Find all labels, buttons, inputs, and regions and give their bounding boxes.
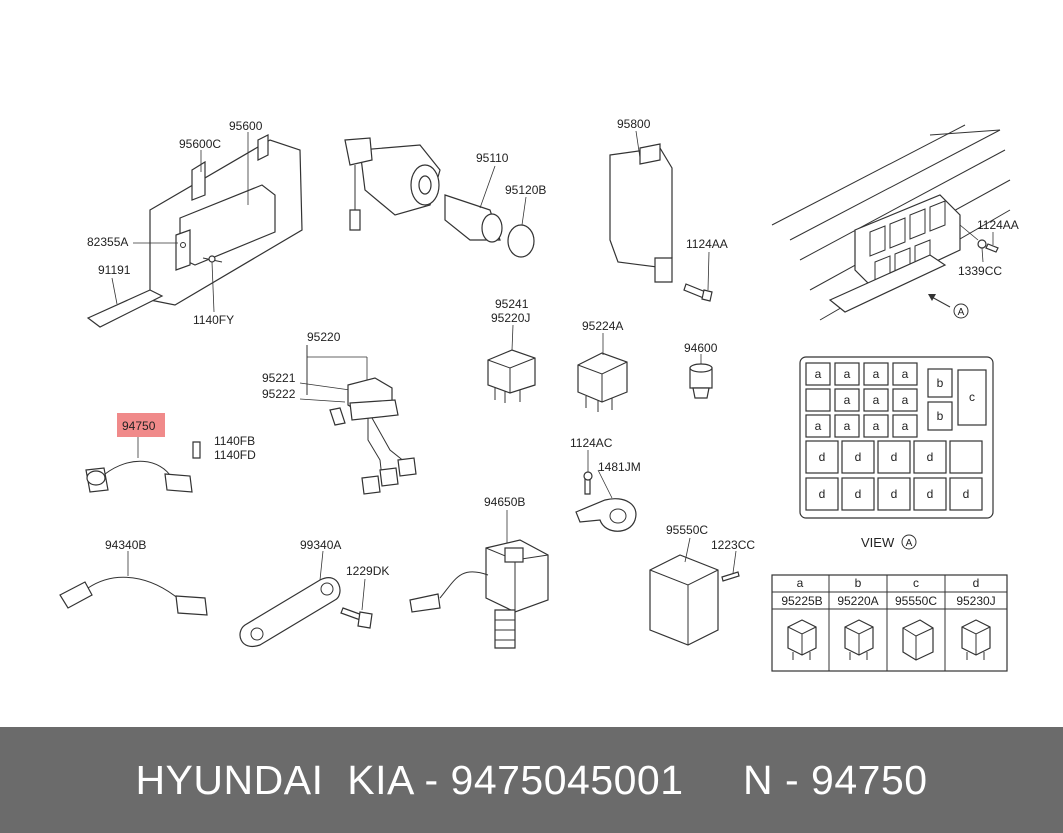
part-99340a-bracket	[239, 550, 373, 648]
part-95800-assembly	[609, 130, 713, 302]
part-1481jm-clip	[575, 450, 637, 532]
part-95241-relay	[487, 324, 536, 403]
label-1229dk: 1229DK	[346, 564, 389, 578]
footer-text: HYUNDAI KIA - 9475045001 N - 94750	[135, 756, 928, 803]
fuse-row3-cell-0: a	[815, 419, 822, 433]
legend-relay-b	[844, 619, 874, 660]
fuse-row1-cell-2: a	[873, 367, 880, 381]
fuse-row2-cell-1: a	[873, 393, 880, 407]
label-91191: 91191	[98, 263, 131, 277]
fuse-row3-cell-1: a	[844, 419, 851, 433]
legend-part-a: 95225B	[781, 594, 822, 608]
label-95220: 95220	[307, 330, 341, 344]
fuse-c: c	[969, 390, 975, 404]
label-95600: 95600	[229, 119, 263, 133]
label-1140fb: 1140FB	[214, 434, 255, 448]
label-94600: 94600	[684, 341, 718, 355]
part-94650b-solenoid	[409, 510, 549, 649]
part-95220-assembly	[299, 345, 417, 495]
fuse-row-2: a a a	[805, 388, 918, 412]
label-1339cc: 1339CC	[958, 264, 1002, 278]
label-1481jm: 1481JM	[598, 460, 641, 474]
fuse-row4-cell-2: d	[891, 450, 898, 464]
label-95221: 95221	[262, 371, 296, 385]
legend-part-d: 95230J	[956, 594, 995, 608]
label-95600c: 95600C	[179, 137, 221, 151]
fuse-b2: b	[937, 409, 944, 423]
fuse-box-view-a: a a a a a a a a a a a b b c	[799, 307, 994, 550]
legend-header-a: a	[797, 576, 804, 590]
part-95600-assembly	[86, 132, 303, 328]
relay-legend-table: a b c d 95225B 95220A 95550C 95230J	[771, 574, 1008, 672]
label-95550c: 95550C	[666, 523, 708, 537]
dashboard-panel	[771, 124, 1011, 321]
fuse-row-5: d d d d d	[805, 477, 983, 511]
view-a-arrow-mark: A	[958, 307, 965, 318]
fuse-row5-cell-3: d	[927, 487, 934, 501]
legend-relay-c	[902, 619, 934, 661]
part-labels: 95600 95600C 82355A 91191 1140FY 95110 9…	[87, 117, 1019, 578]
part-95550c-module	[649, 537, 740, 646]
legend-header-d: d	[973, 576, 980, 590]
legend-part-c: 95550C	[895, 594, 937, 608]
label-1124aa-1: 1124AA	[686, 237, 728, 251]
view-a-caption-mark: A	[906, 538, 913, 549]
fuse-row5-cell-1: d	[855, 487, 862, 501]
fuse-row-1: a a a a	[805, 362, 918, 386]
fuse-row1-cell-3: a	[902, 367, 909, 381]
fuse-row-4: d d d d	[805, 440, 983, 474]
label-1140fy: 1140FY	[193, 313, 234, 327]
fuse-row4-cell-3: d	[927, 450, 934, 464]
label-82355a: 82355A	[87, 235, 128, 249]
label-94340b: 94340B	[105, 538, 146, 552]
label-94650b: 94650B	[484, 495, 525, 509]
fuse-row4-cell-1: d	[855, 450, 862, 464]
label-95224a: 95224A	[582, 319, 623, 333]
label-1140fd: 1140FD	[214, 448, 256, 462]
fuse-row1-cell-0: a	[815, 367, 822, 381]
fuse-row1-cell-1: a	[844, 367, 851, 381]
fuse-row5-cell-0: d	[819, 487, 826, 501]
label-95241: 95241	[495, 297, 529, 311]
fuse-row4-cell-0: d	[819, 450, 826, 464]
legend-header-c: c	[913, 576, 919, 590]
fuse-row5-cell-4: d	[963, 487, 970, 501]
part-95110-assembly	[344, 137, 535, 258]
parts-diagram: a a a a a a a a a a a b b c	[59, 117, 1019, 672]
fuse-row2-cell-0: a	[844, 393, 851, 407]
view-a-caption: VIEW	[861, 535, 895, 550]
legend-part-b: 95220A	[837, 594, 878, 608]
fuse-row-3: a a a a	[805, 414, 918, 438]
legend-relay-d	[961, 619, 991, 660]
fuse-row3-cell-2: a	[873, 419, 880, 433]
label-95220j: 95220J	[491, 311, 530, 325]
part-94340b-sensor	[59, 551, 208, 616]
label-1223cc: 1223CC	[711, 538, 755, 552]
fuse-row3-cell-3: a	[902, 419, 909, 433]
label-99340a: 99340A	[300, 538, 341, 552]
highlight-94750	[117, 413, 165, 437]
fuse-b1: b	[937, 376, 944, 390]
part-94750-sensor	[85, 413, 201, 493]
fuse-row5-cell-2: d	[891, 487, 898, 501]
part-number-footer: HYUNDAI KIA - 9475045001 N - 94750	[0, 727, 1063, 833]
label-1124ac: 1124AC	[570, 436, 613, 450]
part-95224a-relay	[577, 333, 628, 412]
fuse-row2-cell-2: a	[902, 393, 909, 407]
label-95110: 95110	[476, 151, 509, 165]
label-1124aa-2: 1124AA	[977, 218, 1019, 232]
label-94750: 94750	[122, 419, 156, 433]
part-94600-sensor	[689, 354, 713, 399]
label-95222: 95222	[262, 387, 296, 401]
legend-header-b: b	[855, 576, 862, 590]
legend-relay-a	[787, 619, 817, 660]
label-95120b: 95120B	[505, 183, 546, 197]
label-95800: 95800	[617, 117, 651, 131]
